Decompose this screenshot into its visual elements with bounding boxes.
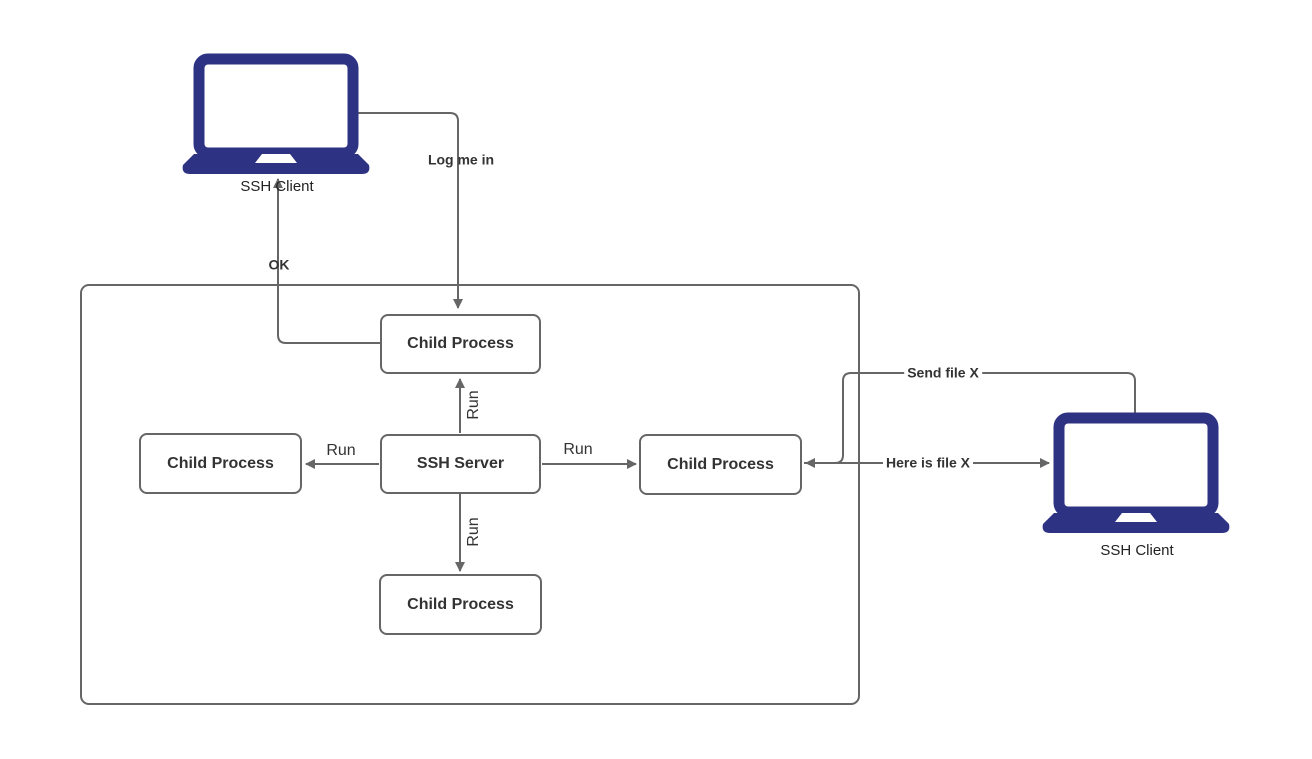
laptop-icon [182,53,370,174]
node-child-process-left: Child Process [139,433,302,494]
server-boundary-box [80,284,860,705]
edge-label-here-is-file: Here is file X [882,454,974,471]
laptop-icon [1042,412,1230,533]
edge-label-run-left: Run [326,442,356,460]
edge-label-log-me-in: Log me in [427,151,495,168]
node-child-process-top: Child Process [380,314,541,374]
label-ssh-client-right: SSH Client [1100,541,1174,559]
edge-label-run-bottom: Run [465,517,483,547]
node-label: Child Process [667,455,774,473]
edge-label-ok: OK [268,256,290,273]
label-ssh-client-left: SSH Client [240,177,314,195]
edge-label-run-top: Run [465,390,483,420]
node-ssh-server: SSH Server [380,434,541,494]
node-child-process-bottom: Child Process [379,574,542,635]
node-label: SSH Server [416,455,505,472]
node-child-process-right: Child Process [639,434,802,495]
node-label: Child Process [407,595,514,613]
node-label: Child Process [167,454,274,472]
node-label: Child Process [407,335,514,352]
edge-label-run-right: Run [563,441,593,459]
edge-log-me-in [358,112,463,309]
edge-label-send-file: Send file X [904,364,982,381]
